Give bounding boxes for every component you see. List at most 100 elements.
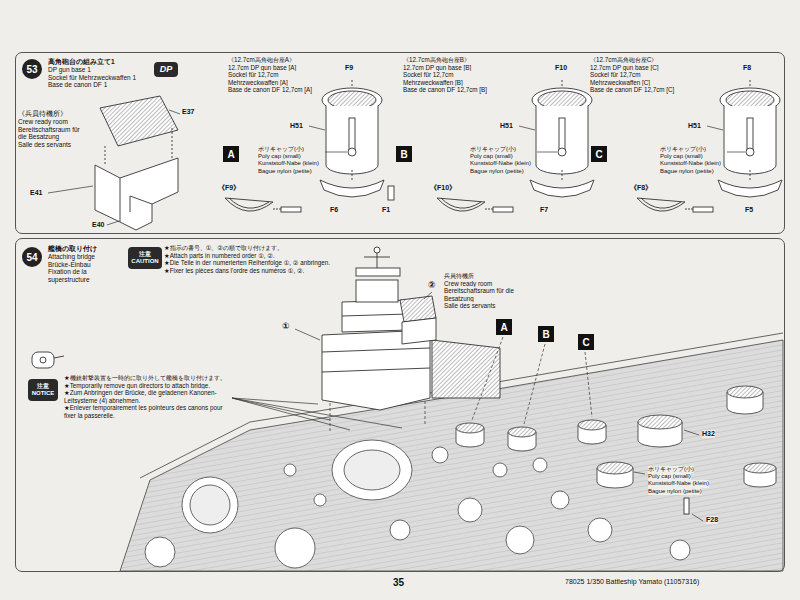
- part-number: E41: [30, 189, 42, 197]
- letter-text: B: [400, 149, 407, 160]
- crew-room-part: [95, 96, 178, 230]
- label-stack: H51: [500, 122, 513, 130]
- gun-base: [718, 180, 782, 197]
- deck-fittings: [670, 540, 690, 560]
- deck-fittings: [332, 440, 412, 500]
- leader-line: [634, 472, 645, 474]
- step-number: 54: [22, 247, 42, 267]
- part-inset: [637, 198, 685, 211]
- gun-base-cylinder: [638, 415, 682, 447]
- assembly-letter: C: [578, 334, 594, 350]
- gun-base: [349, 118, 355, 152]
- gun-base: [320, 180, 384, 197]
- deck-fittings: [275, 528, 315, 568]
- label-stack: ①: [282, 321, 290, 332]
- label-stack: 《12.7cm高角砲台座C》12.7cm DP gun base [C]Sock…: [590, 56, 682, 94]
- leader-line: [727, 152, 745, 153]
- label-stack: F7: [540, 206, 548, 214]
- part-number: F7: [540, 206, 548, 214]
- label-stack: 《兵員待機所》Crew ready roomBereitschaftsraum …: [18, 110, 90, 149]
- gun-base: [724, 106, 776, 174]
- gun-base: [530, 180, 594, 197]
- deck-fittings: [145, 537, 175, 567]
- gun-base-cylinder: [508, 427, 536, 437]
- rear-structure: [432, 340, 500, 398]
- leader-line: [424, 292, 432, 299]
- ship-deck: [140, 333, 783, 478]
- gun-base-cylinder: [456, 386, 776, 488]
- gun-base-cylinder: [597, 462, 633, 474]
- crew-room-part: [402, 318, 436, 344]
- leader-line: [232, 398, 402, 428]
- part-inset: [225, 198, 301, 212]
- gun-base-cylinder: [578, 420, 606, 430]
- assembly-letter: B: [538, 326, 554, 342]
- part-name: 12.7cm DP gun base [A]: [228, 64, 296, 72]
- gun-base: [750, 170, 751, 182]
- leader-line: [325, 152, 347, 153]
- part-name: 12.7cm DP gun base [B]: [403, 64, 471, 72]
- part-name: Bague nylon (petite): [648, 488, 702, 495]
- part-name: Base de canon DF 12,7cm [C]: [590, 86, 674, 94]
- step-number-text: 53: [26, 64, 37, 75]
- part-number: F6: [330, 206, 338, 214]
- gun-base-cylinder: [744, 463, 776, 487]
- deck-fittings: [390, 520, 410, 540]
- part-name: ポリキャップ(小): [258, 146, 304, 153]
- part-name: Kunststoff-Nabe (klein): [470, 160, 531, 167]
- gun-director-icon: [40, 357, 46, 363]
- label-stack: ポリキャップ(小)Poly cap (small)Kunststoff-Nabe…: [648, 466, 736, 495]
- leader-line: [107, 221, 119, 225]
- gun-base-cylinder: [638, 415, 682, 429]
- notice-badge: 注意NOTICE: [28, 379, 58, 401]
- part-number: H51: [688, 122, 701, 130]
- part-inset: [493, 207, 513, 212]
- part-number: F10: [555, 64, 567, 72]
- note-text: ★Enlever temporairement les pointeurs de…: [64, 404, 227, 419]
- leader-line: [425, 401, 426, 426]
- part-number: 《F10》: [430, 184, 456, 192]
- part-number: F8: [743, 64, 751, 72]
- bridge-tower: [342, 314, 408, 316]
- label-stack: H32: [702, 430, 715, 438]
- deck-fittings: [506, 526, 534, 554]
- part-number: E37: [182, 108, 194, 116]
- gun-base: [558, 148, 566, 156]
- step-heading: Brücke-Einbau: [48, 261, 126, 269]
- crew-room-part: [130, 196, 152, 212]
- part-pin: [388, 186, 394, 200]
- note-text: ★Zum Anbringen der Brücke, die geladenen…: [64, 389, 227, 404]
- bridge-tower: [374, 247, 380, 253]
- note-text: ★Die Teile in der numerierten Reihenfolg…: [164, 259, 330, 267]
- part-name: 12.7cm DP gun base [C]: [590, 64, 659, 72]
- bridge-tower: [342, 300, 408, 332]
- text-holder: 注意CAUTION: [128, 247, 162, 269]
- step-heading: 高角砲台の組み立て1: [48, 58, 148, 66]
- step-heading: Attaching bridge: [48, 253, 126, 261]
- gun-base-cylinder: [744, 463, 776, 473]
- step-heading: Base de canon DF 1: [48, 81, 148, 89]
- deck-fittings: [344, 450, 400, 490]
- note-text: ★Attach parts in numbered order ①, ②.: [164, 252, 275, 260]
- deck-fittings: [145, 440, 690, 568]
- part-name: Kunststoff-Nabe (klein): [660, 160, 721, 167]
- step-heading: Sockel für Mehrzweckwaffen 1: [48, 74, 148, 82]
- crew-room-part: [100, 96, 178, 146]
- leader-line: [169, 110, 180, 114]
- label-stack: ★機銃射撃装置を一時的に取り外して艦橋を取り付けます。★Temporarily …: [64, 374, 227, 419]
- leader-line: [295, 329, 320, 340]
- part-number: E40: [92, 221, 104, 229]
- gun-base-cylinder: [727, 386, 763, 414]
- part-name: Bague nylon (petite): [258, 168, 312, 175]
- deck-fittings: [190, 485, 230, 525]
- gun-base: [326, 106, 378, 174]
- part-name: Sockel für 12,7cm Mehrzweckwaffen [A]: [228, 71, 320, 86]
- step-heading: 艦橋の取り付け: [48, 245, 126, 253]
- deck-fittings: [588, 518, 612, 542]
- part-inset: [685, 209, 693, 210]
- crew-room-part: [105, 146, 106, 164]
